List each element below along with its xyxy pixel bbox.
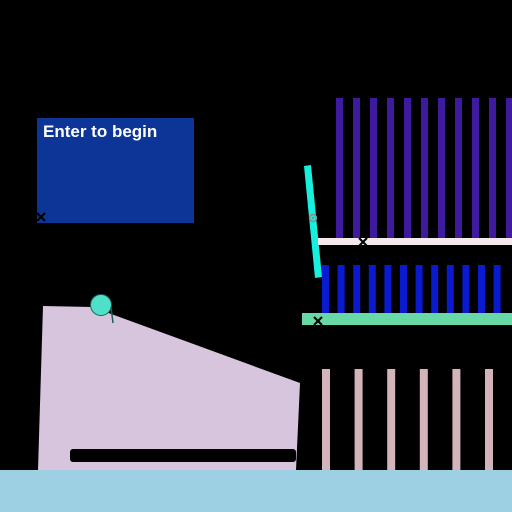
ball[interactable] (90, 294, 112, 316)
blue-bar[interactable] (384, 265, 392, 313)
start-panel[interactable]: Enter to begin (37, 118, 194, 223)
purple-bar[interactable] (336, 98, 343, 238)
purple-bar[interactable] (370, 98, 377, 238)
start-panel-background[interactable] (37, 118, 194, 223)
purple-bar[interactable] (472, 98, 479, 238)
pink-post[interactable] (354, 369, 363, 470)
ramp (38, 306, 300, 470)
white-shelf (318, 238, 512, 245)
pink-post[interactable] (322, 369, 330, 470)
cross-marker-icon (313, 316, 323, 326)
floor (0, 470, 512, 512)
blue-bar[interactable] (337, 265, 345, 313)
purple-bar[interactable] (353, 98, 360, 238)
blue-bar[interactable] (493, 265, 501, 313)
ball-stem (110, 306, 114, 324)
purple-bar[interactable] (489, 98, 496, 238)
ramp-slot (70, 449, 296, 462)
pink-post-group (322, 369, 493, 470)
blue-bar[interactable] (415, 265, 423, 313)
pink-post[interactable] (419, 369, 428, 470)
blue-bar[interactable] (462, 265, 470, 313)
blue-bar-group (322, 265, 501, 313)
blue-bar[interactable] (478, 265, 485, 313)
blue-bar[interactable] (400, 265, 407, 313)
blue-bar[interactable] (322, 265, 329, 313)
blue-bar[interactable] (353, 265, 361, 313)
purple-bar[interactable] (455, 98, 462, 238)
cross-marker-icon (36, 212, 46, 222)
purple-bar[interactable] (438, 98, 445, 238)
purple-bar[interactable] (404, 98, 411, 238)
start-prompt-label: Enter to begin (43, 122, 158, 141)
purple-bar[interactable] (387, 98, 394, 238)
blue-bar[interactable] (431, 265, 439, 313)
purple-bar-group (336, 98, 512, 238)
pink-post[interactable] (387, 369, 396, 470)
green-shelf (302, 313, 512, 325)
blue-bar[interactable] (368, 265, 376, 313)
purple-bar[interactable] (506, 98, 512, 238)
pink-post[interactable] (485, 369, 493, 470)
purple-bar[interactable] (421, 98, 428, 238)
cross-marker-icon (358, 237, 368, 247)
pivot-icon (308, 213, 318, 223)
blue-bar[interactable] (446, 265, 454, 313)
pink-post[interactable] (452, 369, 461, 470)
